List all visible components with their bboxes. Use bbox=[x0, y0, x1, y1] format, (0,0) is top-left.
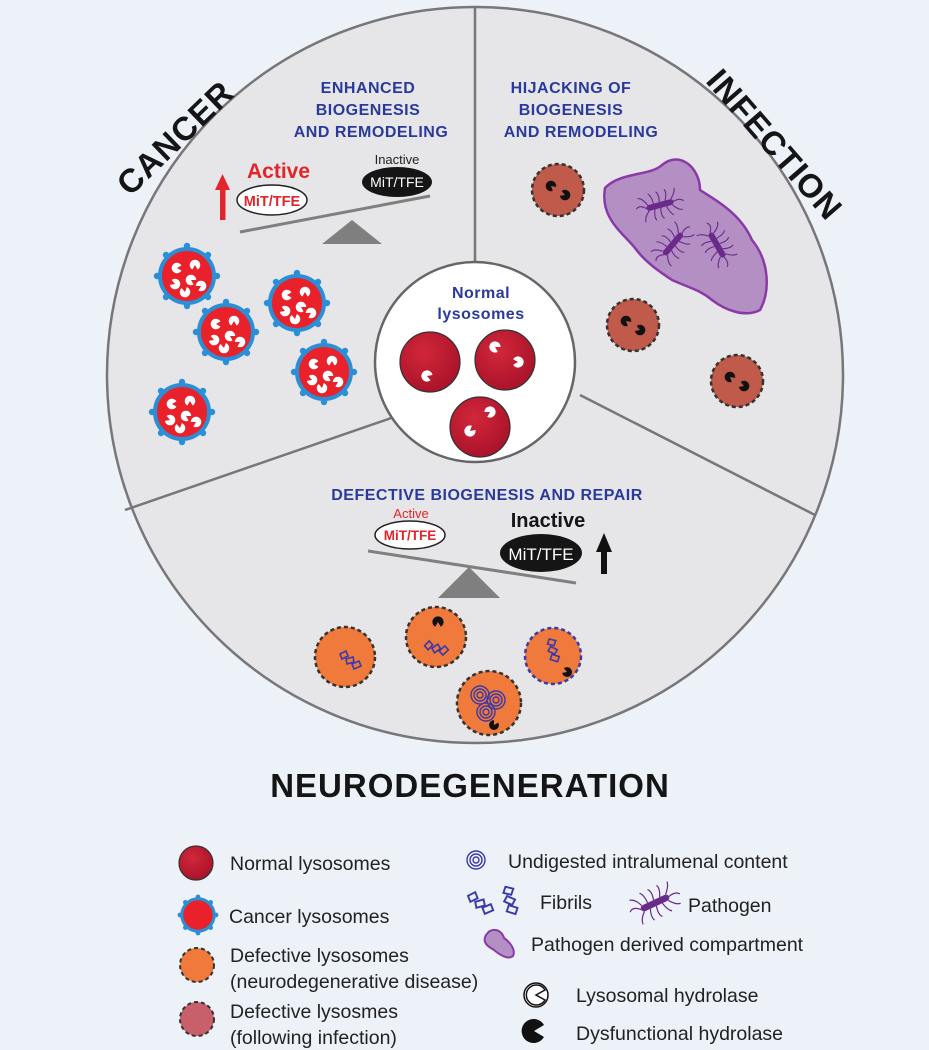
fibril-icon bbox=[467, 891, 495, 915]
undigested-content-icon bbox=[466, 850, 486, 870]
cancer-inactive-label: Inactive bbox=[375, 152, 420, 167]
legend-pathogen-label: Pathogen bbox=[688, 895, 772, 917]
infection-heading-line3: AND REMODELING bbox=[504, 124, 659, 141]
infection-lysosome bbox=[532, 164, 584, 216]
infection-heading-line2: BIOGENESIS bbox=[519, 102, 624, 119]
legend-cancer-label: Cancer lysosomes bbox=[229, 906, 390, 928]
up-arrow-icon bbox=[215, 174, 230, 220]
cancer-inactive-pill-text: MiT/TFE bbox=[370, 174, 424, 190]
infection-heading-line1: HIJACKING OF bbox=[511, 80, 632, 97]
legend-neuro-swatch bbox=[179, 947, 215, 983]
neuro-active-pill-text: MiT/TFE bbox=[384, 528, 437, 543]
legend-infection-label-line1: Defective lysosmes bbox=[230, 1001, 398, 1023]
center-normal-lysosomes: Normal lysosomes bbox=[373, 260, 577, 464]
legend-normal: Normal lysosomes bbox=[178, 845, 391, 881]
cancer-heading-line3: AND REMODELING bbox=[294, 124, 449, 141]
legend-defective-neuro: Defective lysosomes (neurodegenerative d… bbox=[179, 945, 478, 993]
center-label-line1: Normal bbox=[452, 285, 510, 302]
hydrolase-icon bbox=[523, 982, 549, 1008]
fibril-icon bbox=[492, 883, 529, 918]
legend-hydrolase: Lysosomal hydrolase bbox=[523, 982, 758, 1008]
cancer-lysosome bbox=[264, 270, 330, 336]
neuro-lysosome bbox=[404, 605, 468, 669]
normal-lysosome bbox=[474, 329, 536, 391]
neuro-lysosome bbox=[313, 625, 377, 689]
dysfunctional-hydrolase-icon bbox=[521, 1019, 544, 1043]
legend-normal-swatch bbox=[178, 845, 214, 881]
neuro-inactive-label: Inactive bbox=[511, 510, 585, 532]
cancer-lysosome bbox=[154, 243, 220, 309]
legend-pathogen: Pathogen bbox=[623, 877, 772, 929]
neuro-inactive-pill-text: MiT/TFE bbox=[508, 545, 573, 564]
legend-infection-label-line2: (following infection) bbox=[230, 1027, 397, 1049]
normal-lysosome bbox=[449, 396, 511, 458]
cancer-inactive-pill: MiT/TFE bbox=[362, 167, 432, 197]
legend-undigested: Undigested intralumenal content bbox=[466, 850, 788, 873]
neuro-title: NEURODEGENERATION bbox=[270, 767, 670, 804]
infection-lysosome bbox=[607, 299, 659, 351]
legend-cancer: Cancer lysosomes bbox=[177, 894, 390, 936]
neuro-inactive-pill: MiT/TFE bbox=[500, 534, 582, 572]
legend-neuro-label-line1: Defective lysosomes bbox=[230, 945, 409, 967]
legend-normal-label: Normal lysosomes bbox=[230, 853, 391, 875]
cancer-active-label: Active bbox=[247, 160, 310, 183]
legend-dysfunctional: Dysfunctional hydrolase bbox=[521, 1019, 783, 1045]
cancer-active-pill-text: MiT/TFE bbox=[244, 194, 301, 210]
pathogen-derived-compartment bbox=[603, 158, 768, 315]
legend-hydrolase-label: Lysosomal hydrolase bbox=[576, 985, 758, 1007]
legend: Normal lysosomes Cancer lysosomes Defect… bbox=[177, 845, 804, 1049]
neuro-active-pill: MiT/TFE bbox=[374, 520, 446, 550]
legend-fibrils-label: Fibrils bbox=[540, 892, 592, 914]
cancer-heading-line1: ENHANCED bbox=[321, 80, 416, 97]
legend-fibrils: Fibrils bbox=[467, 883, 592, 918]
neuro-balance-scale bbox=[367, 549, 577, 598]
compartment-icon bbox=[483, 928, 515, 959]
cancer-balance-scale bbox=[239, 194, 431, 244]
pathogen-icon bbox=[623, 877, 687, 929]
legend-infection-swatch bbox=[179, 1001, 215, 1037]
legend-undigested-label: Undigested intralumenal content bbox=[508, 851, 788, 873]
cancer-active-pill: MiT/TFE bbox=[236, 184, 308, 216]
cancer-lysosome bbox=[149, 379, 215, 445]
neuro-lysosome bbox=[455, 669, 523, 737]
up-arrow-icon bbox=[596, 533, 612, 574]
cancer-heading-line2: BIOGENESIS bbox=[316, 102, 421, 119]
legend-defective-infection: Defective lysosmes (following infection) bbox=[179, 1001, 398, 1049]
neuro-active-label: Active bbox=[393, 506, 428, 521]
legend-compartment-label: Pathogen derived compartment bbox=[531, 934, 804, 956]
legend-compartment: Pathogen derived compartment bbox=[483, 928, 804, 959]
cancer-lysosome bbox=[193, 299, 259, 365]
cancer-lysosome bbox=[291, 339, 357, 405]
center-label-line2: lysosomes bbox=[437, 306, 524, 323]
neuro-lysosome bbox=[523, 626, 583, 686]
normal-lysosome bbox=[399, 331, 461, 393]
neuro-sector: DEFECTIVE BIOGENESIS AND REPAIR Active M… bbox=[270, 487, 670, 804]
legend-dysfunctional-label: Dysfunctional hydrolase bbox=[576, 1023, 783, 1045]
sector-dividers bbox=[124, 7, 816, 517]
legend-neuro-label-line2: (neurodegenerative disease) bbox=[230, 971, 478, 993]
legend-cancer-swatch bbox=[177, 894, 219, 936]
neuro-heading: DEFECTIVE BIOGENESIS AND REPAIR bbox=[331, 487, 643, 504]
infection-lysosome bbox=[711, 355, 763, 407]
